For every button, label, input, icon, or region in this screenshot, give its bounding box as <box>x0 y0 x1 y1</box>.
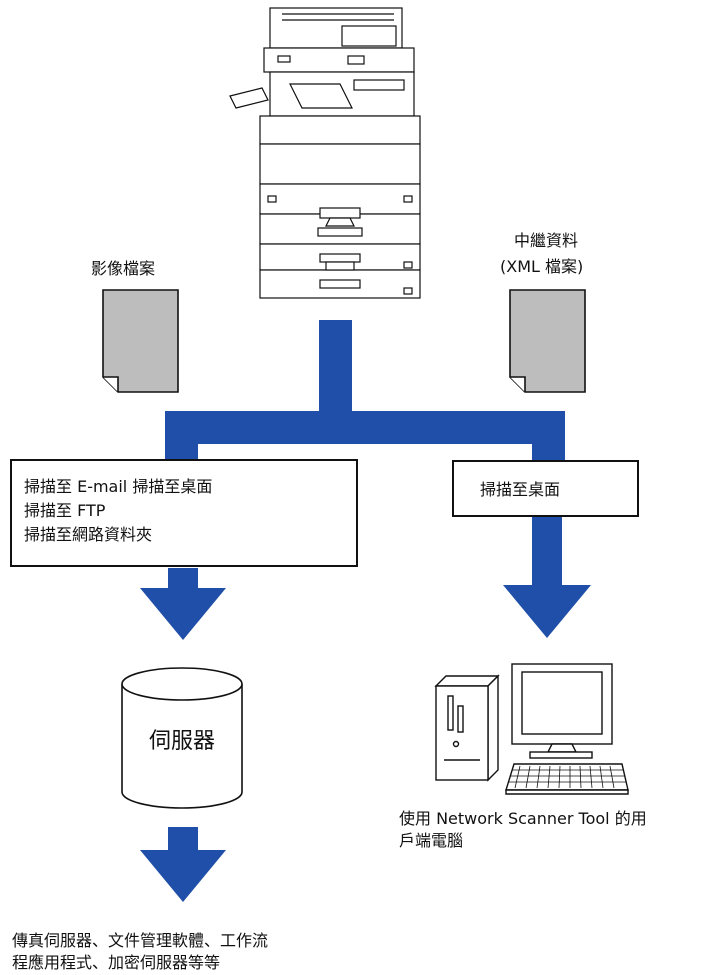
flow-arrow-left <box>140 568 226 640</box>
document-icon-image-file <box>102 289 179 393</box>
flow-lines <box>165 320 565 461</box>
relay-data-label: 中繼資料 <box>514 231 579 250</box>
document-icon-relay-data <box>509 289 586 393</box>
scan-to-desktop-label: 掃描至桌面 <box>480 480 561 499</box>
scan-methods-box: 掃描至 E-mail 掃描至桌面 掃描至 FTP 掃描至網路資料夾 <box>10 459 358 567</box>
flow-stem-from-device <box>319 320 352 420</box>
flow-left-drop <box>165 411 198 461</box>
scan-to-desktop-box: 掃描至桌面 <box>452 460 639 517</box>
destinations-caption-line-2: 程應用程式、加密伺服器等等 <box>12 953 221 972</box>
flow-horizontal-bar <box>165 411 565 444</box>
multifunction-printer-icon <box>229 7 421 299</box>
client-computer-caption-line-1: 使用 Network Scanner Tool 的用 <box>399 809 647 828</box>
scan-methods-line-2: 掃描至 FTP <box>24 501 106 520</box>
scan-methods-line-1: 掃描至 E-mail 掃描至桌面 <box>24 477 213 496</box>
relay-data-sublabel: (XML 檔案) <box>500 257 584 276</box>
destinations-caption-line-1: 傳真伺服器、文件管理軟體、工作流 <box>12 931 269 950</box>
database-cylinder-icon <box>121 667 243 809</box>
server-label: 伺服器 <box>148 729 215 754</box>
client-computer-caption-line-2: 戶端電腦 <box>399 831 464 850</box>
keyboard-keys <box>509 765 626 789</box>
scan-methods-line-3: 掃描至網路資料夾 <box>24 525 153 544</box>
desktop-computer-icon <box>434 663 629 795</box>
flow-right-drop <box>532 411 565 461</box>
image-file-label: 影像檔案 <box>91 259 156 278</box>
flow-arrow-right <box>503 517 591 638</box>
flow-arrow-bottom <box>140 827 226 902</box>
